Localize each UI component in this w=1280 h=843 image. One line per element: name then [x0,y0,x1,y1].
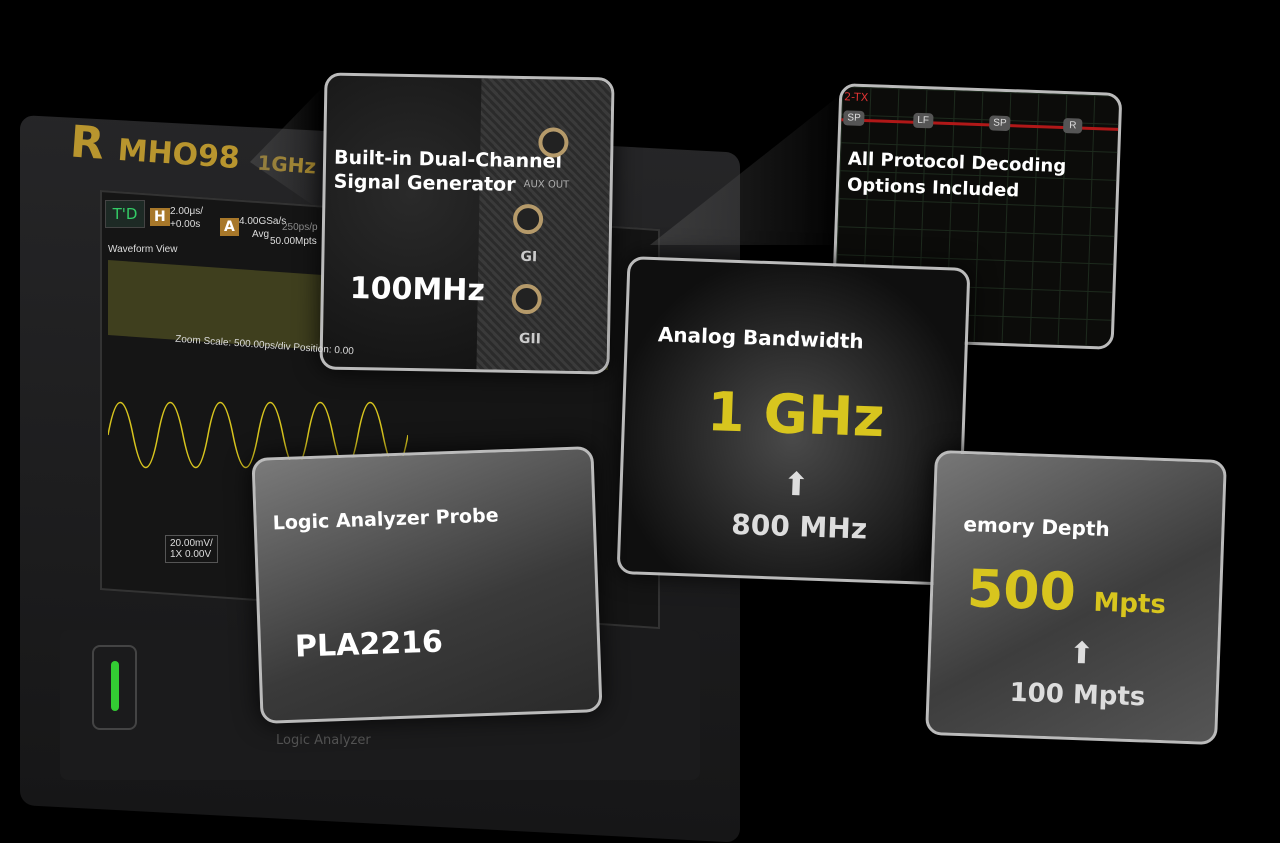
previous-bandwidth: 800 MHz [730,507,868,546]
acq-mode: Avg [252,229,270,240]
port-label: AUX OUT [523,178,570,191]
memory-unit: Mpts [1092,587,1167,621]
port-label: GI [520,248,538,266]
port-label: GII [518,330,542,348]
sine-waveform [108,401,408,469]
ch1-info[interactable]: 20.00mV/1X 0.00V [165,535,218,563]
callout-title: Analog Bandwidth [657,322,865,354]
up-arrow-icon: ⬆ [782,464,811,504]
callout-title: Built-in Dual-Channel Signal Generator [333,146,563,196]
callout-signal-generator: Built-in Dual-Channel Signal Generator 1… [319,72,615,375]
packet-badge: SP [843,110,865,127]
callout-logic-probe: Logic Analyzer Probe PLA2216 [251,446,603,724]
bandwidth-value: 1 GHz [706,380,886,450]
callout-title: Logic Analyzer Probe [272,504,499,535]
mode-badge[interactable]: T'D [105,200,145,228]
callout-title: emory Depth [963,512,1111,542]
memory-value: 500 Mpts [966,559,1167,626]
scale: 250ps/p [282,222,318,233]
packet-badge: SP [989,115,1011,132]
ch1-scale: 20.00mV/ [170,538,213,549]
h-label[interactable]: H [150,208,170,226]
callout-memory-depth: emory Depth 500 Mpts ⬆ 100 Mpts [925,449,1227,746]
memory: 50.00Mpts [270,236,317,247]
previous-memory: 100 Mpts [1009,677,1146,713]
up-arrow-icon: ⬆ [1068,635,1095,672]
probe-model: PLA2216 [294,624,444,665]
callout-value: 100MHz [349,270,486,309]
packet-badge: LF [913,112,934,129]
memory-number: 500 [966,559,1077,623]
offset: +0.00s [170,219,201,230]
timebase: 2.00μs/ [170,206,204,217]
logic-analyzer-port-label: Logic Analyzer [276,733,371,748]
ch1-coupling: 1X [170,549,183,560]
sample-rate: 4.00GSa/s [239,216,287,227]
packet-badge: R [1062,117,1083,134]
callout-analog-bandwidth: Analog Bandwidth 1 GHz ⬆ 800 MHz [616,256,971,586]
a-label[interactable]: A [220,218,239,236]
carbon-panel [476,78,612,372]
rigol-logo: R [68,116,106,170]
view-title: Waveform View [108,244,178,255]
power-button[interactable] [92,645,137,730]
ch1-offset: 0.00V [185,549,212,560]
callout-title: All Protocol Decoding Options Included [846,148,1067,202]
channel-label: 2-TX [843,90,869,105]
model-name: MHO98 [116,132,241,177]
